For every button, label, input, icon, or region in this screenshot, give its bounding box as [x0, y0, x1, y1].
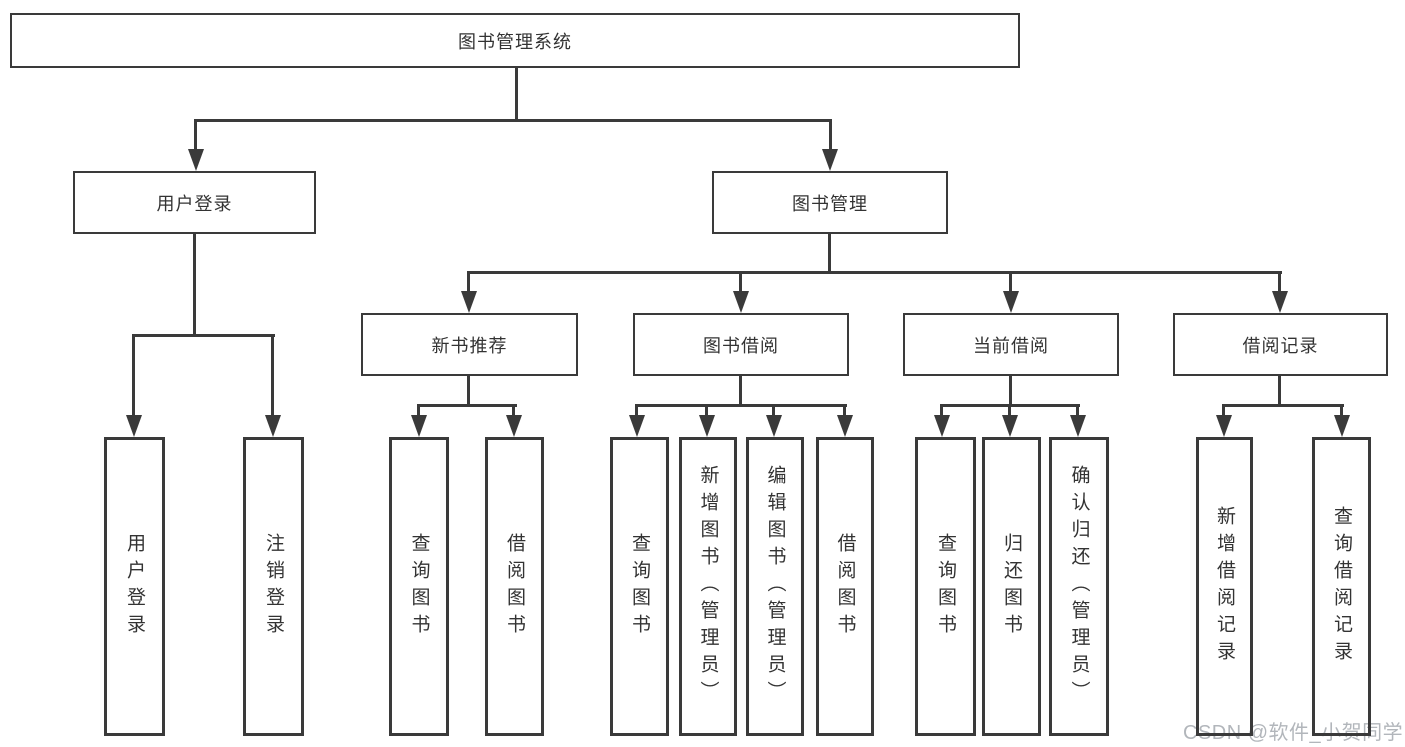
connector-arrow: [629, 415, 645, 437]
leaf-borrow-books-recommend: 借阅图书: [485, 437, 544, 736]
connector-segment: [417, 404, 420, 417]
connector-segment: [1278, 375, 1281, 407]
connector-segment: [1009, 271, 1012, 294]
node-label: 新书推荐: [431, 335, 508, 356]
connector-segment: [1008, 404, 1011, 417]
connector-segment: [417, 404, 517, 407]
connector-segment: [194, 119, 197, 153]
connector-segment: [132, 334, 135, 417]
connector-segment: [271, 334, 274, 417]
connector-segment: [635, 404, 847, 407]
connector-arrow: [934, 415, 950, 437]
node-label: 图书借阅: [703, 335, 779, 356]
leaf-add-book-admin: 新增图书（管理员）: [679, 437, 737, 736]
connector-segment: [635, 404, 638, 417]
connector-segment: [1076, 404, 1079, 417]
connector-arrow: [822, 149, 838, 171]
connector-arrow: [461, 291, 477, 313]
connector-segment: [132, 334, 275, 337]
leaf-label: 用户登录: [124, 532, 145, 641]
connector-segment: [467, 375, 470, 407]
connector-arrow: [1070, 415, 1086, 437]
connector-segment: [772, 404, 775, 417]
leaf-user-login: 用户登录: [104, 437, 165, 736]
connector-segment: [1278, 271, 1281, 294]
connector-arrow: [1003, 291, 1019, 313]
node-borrow-records: 借阅记录: [1173, 313, 1388, 376]
leaf-label: 编辑图书（管理员）: [764, 465, 786, 708]
leaf-query-borrow-record: 查询借阅记录: [1312, 437, 1371, 736]
connector-arrow: [1334, 415, 1350, 437]
connector-segment: [828, 233, 831, 274]
connector-segment: [467, 271, 470, 294]
connector-segment: [1222, 404, 1225, 417]
node-label: 借阅记录: [1242, 335, 1319, 356]
leaf-confirm-return-admin: 确认归还（管理员）: [1049, 437, 1109, 736]
node-label: 用户登录: [156, 193, 233, 214]
leaf-query-books-recommend: 查询图书: [389, 437, 449, 736]
watermark: CSDN @软件_小贺同学: [1183, 722, 1404, 744]
connector-arrow: [411, 415, 427, 437]
connector-arrow: [766, 415, 782, 437]
leaf-label: 注销登录: [263, 532, 284, 641]
node-user-login: 用户登录: [73, 171, 316, 234]
connector-segment: [739, 271, 742, 294]
leaf-label: 新增图书（管理员）: [697, 465, 719, 708]
connector-arrow: [126, 415, 142, 437]
node-label: 图书管理: [792, 193, 868, 214]
leaf-query-books-borrow: 查询图书: [610, 437, 669, 736]
connector-segment: [739, 375, 742, 407]
connector-segment: [1009, 375, 1012, 407]
connector-arrow: [188, 149, 204, 171]
leaf-label: 查询借阅记录: [1331, 505, 1352, 668]
connector-segment: [829, 119, 832, 153]
connector-segment: [512, 404, 515, 417]
leaf-label: 新增借阅记录: [1214, 505, 1235, 668]
connector-arrow: [837, 415, 853, 437]
connector-segment: [1222, 404, 1344, 407]
leaf-query-books-current: 查询图书: [915, 437, 976, 736]
node-current-borrow: 当前借阅: [903, 313, 1119, 376]
leaf-borrow-books: 借阅图书: [816, 437, 874, 736]
leaf-label: 查询图书: [408, 532, 430, 641]
leaf-label: 归还图书: [1001, 532, 1022, 641]
connector-segment: [467, 271, 1282, 274]
node-book-management: 图书管理: [712, 171, 948, 234]
connector-segment: [940, 404, 943, 417]
connector-arrow: [1216, 415, 1232, 437]
leaf-label: 确认归还（管理员）: [1068, 465, 1090, 708]
leaf-label: 借阅图书: [504, 532, 525, 641]
leaf-return-book: 归还图书: [982, 437, 1041, 736]
connector-segment: [195, 119, 832, 122]
connector-arrow: [1272, 291, 1288, 313]
leaf-edit-book-admin: 编辑图书（管理员）: [746, 437, 804, 736]
connector-arrow: [1002, 415, 1018, 437]
connector-arrow: [506, 415, 522, 437]
connector-segment: [193, 233, 196, 337]
leaf-label: 借阅图书: [834, 532, 856, 641]
connector-segment: [1340, 404, 1343, 417]
connector-arrow: [699, 415, 715, 437]
leaf-label: 查询图书: [935, 532, 956, 641]
node-book-borrow: 图书借阅: [633, 313, 849, 376]
node-new-book-recommend: 新书推荐: [361, 313, 578, 376]
node-label: 当前借阅: [973, 335, 1049, 356]
leaf-add-borrow-record: 新增借阅记录: [1196, 437, 1253, 736]
node-label: 图书管理系统: [458, 31, 572, 52]
connector-arrow: [733, 291, 749, 313]
connector-segment: [705, 404, 708, 417]
leaf-logout: 注销登录: [243, 437, 304, 736]
connector-segment: [843, 404, 846, 417]
node-library-system: 图书管理系统: [10, 13, 1020, 68]
connector-segment: [515, 67, 518, 121]
connector-arrow: [265, 415, 281, 437]
leaf-label: 查询图书: [629, 532, 650, 641]
